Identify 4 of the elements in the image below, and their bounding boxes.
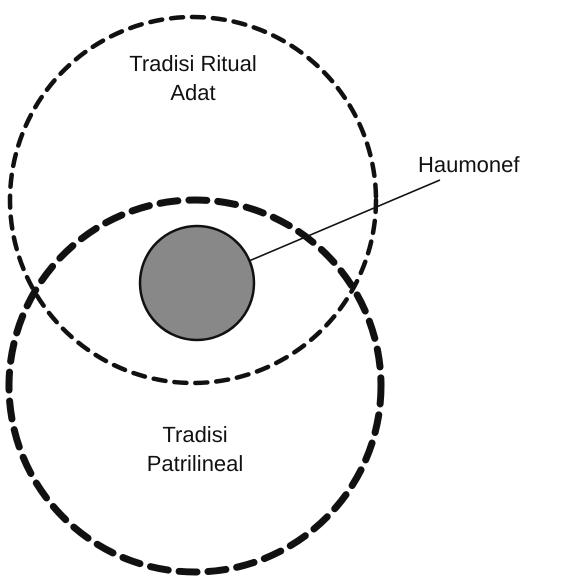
- callout-label: Haumonef: [418, 152, 520, 177]
- circle-label: Tradisi Ritual Adat: [129, 51, 257, 105]
- circle-label: Tradisi Patrilineal: [146, 422, 244, 476]
- leader-line: [249, 179, 440, 262]
